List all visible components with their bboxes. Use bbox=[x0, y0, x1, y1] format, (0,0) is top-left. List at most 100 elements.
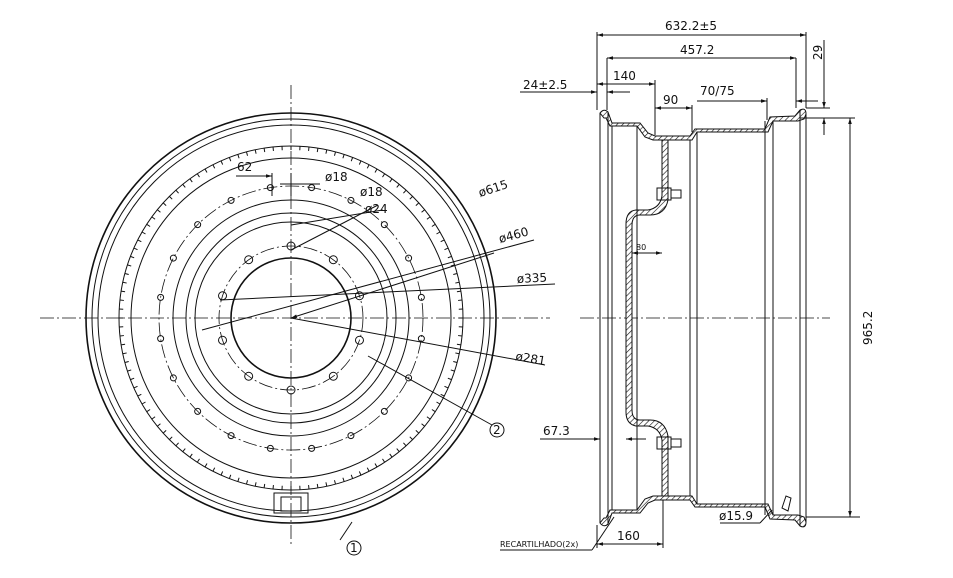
hole bbox=[266, 184, 274, 192]
valve-pad bbox=[273, 492, 309, 514]
knurl-tick bbox=[246, 480, 249, 485]
svg-text:1: 1 bbox=[350, 541, 358, 555]
knurl-tick bbox=[382, 173, 386, 178]
knurl-tick bbox=[141, 401, 146, 405]
knurl-tick bbox=[228, 157, 232, 162]
knurl-tick bbox=[189, 178, 193, 183]
inner-bolt-circle bbox=[218, 245, 364, 391]
knurl-tick bbox=[146, 223, 151, 227]
note-knurling: RECARTILHADO(2x) bbox=[500, 540, 578, 549]
hole bbox=[354, 291, 364, 301]
knurl-tick bbox=[263, 148, 266, 153]
hole bbox=[405, 254, 413, 262]
dim-dia-615: ø615 bbox=[477, 177, 510, 200]
dim-160: 160 bbox=[617, 529, 640, 543]
hole bbox=[380, 407, 388, 415]
hole bbox=[308, 184, 316, 192]
knurl-tick bbox=[228, 474, 232, 479]
knurl-tick bbox=[455, 352, 460, 355]
knurl-tick bbox=[450, 264, 455, 267]
knurl-tick bbox=[220, 160, 224, 165]
knurl-tick bbox=[358, 471, 362, 476]
knurl-tick bbox=[455, 281, 460, 284]
knurl-tick bbox=[374, 463, 378, 468]
knurl-tick bbox=[440, 393, 445, 397]
dim-dia-281: ø281 bbox=[514, 349, 546, 368]
outer-holes bbox=[157, 184, 425, 452]
knurl-tick bbox=[350, 157, 354, 162]
knurl-tick bbox=[254, 482, 257, 487]
knurl-tick bbox=[127, 264, 132, 267]
dim-80: 80 bbox=[636, 243, 646, 252]
hole bbox=[308, 444, 316, 452]
knurl-tick bbox=[453, 273, 458, 276]
knurl-tick bbox=[137, 239, 142, 243]
knurl-tick bbox=[122, 352, 127, 355]
hole bbox=[286, 385, 296, 395]
knurl-tick bbox=[366, 164, 370, 169]
knurl-tick bbox=[350, 474, 354, 479]
knurl-tick bbox=[196, 173, 200, 178]
knurl-tick bbox=[169, 436, 173, 440]
knurl-tick bbox=[447, 255, 452, 259]
hole bbox=[244, 255, 254, 265]
knurl-tick bbox=[175, 189, 179, 194]
knurl-tick bbox=[246, 151, 249, 156]
knurl-tick bbox=[358, 160, 362, 165]
hole bbox=[157, 335, 165, 343]
knurl-tick bbox=[157, 209, 161, 213]
knurl-tick bbox=[237, 154, 240, 159]
knurl-tick bbox=[212, 467, 216, 472]
hole bbox=[347, 432, 355, 440]
knurl-tick bbox=[146, 409, 151, 413]
knurl-tick bbox=[403, 442, 407, 447]
knurl-tick bbox=[204, 168, 208, 173]
knurl-tick bbox=[453, 360, 458, 363]
knurl-tick bbox=[415, 202, 420, 206]
knurl-tick bbox=[342, 154, 345, 159]
knurl-tick bbox=[431, 409, 436, 413]
knurl-tick bbox=[162, 202, 167, 206]
knurl-tick bbox=[436, 231, 441, 235]
dim-67-3: 67.3 bbox=[543, 424, 570, 438]
knurl-tick bbox=[426, 216, 431, 220]
knurl-tick bbox=[389, 453, 393, 458]
svg-text:2: 2 bbox=[493, 423, 501, 437]
knurl-tick bbox=[333, 151, 336, 156]
rim-outer-circle bbox=[85, 112, 497, 524]
hole bbox=[194, 407, 202, 415]
hole bbox=[328, 255, 338, 265]
knurl-tick bbox=[254, 149, 257, 154]
dim-diameter: 965.2 bbox=[861, 311, 875, 345]
knurl-tick bbox=[421, 423, 425, 427]
knurl-tick bbox=[124, 273, 129, 276]
knurl-tick bbox=[220, 471, 224, 476]
knurl-tick bbox=[431, 223, 436, 227]
knurl-tick bbox=[409, 436, 413, 440]
dim-flange-offset: 24±2.5 bbox=[523, 78, 567, 92]
knurl-tick bbox=[162, 430, 167, 434]
dim-29: 29 bbox=[811, 45, 825, 60]
knurl-tick bbox=[127, 369, 132, 372]
hole bbox=[227, 196, 235, 204]
hole bbox=[218, 335, 228, 345]
knurl-tick bbox=[130, 377, 135, 381]
knurl-tick bbox=[121, 290, 126, 293]
knurl-tick bbox=[124, 360, 129, 363]
dim-hole-dia-1: ø18 bbox=[325, 170, 348, 184]
knurl-tick bbox=[456, 343, 461, 346]
knurl-tick bbox=[189, 453, 193, 458]
knurl-tick bbox=[182, 184, 186, 188]
knurl-tick bbox=[333, 480, 336, 485]
knurl-tick bbox=[175, 442, 179, 447]
dim-overall-width: 632.2±5 bbox=[665, 19, 717, 33]
knurl-tick bbox=[382, 458, 386, 463]
knurl-tick bbox=[396, 448, 400, 452]
knurl-tick bbox=[409, 196, 413, 200]
knurl-tick bbox=[212, 164, 216, 169]
dim-rim-width: 457.2 bbox=[680, 43, 714, 57]
dim-hole-spacing: 62 bbox=[237, 160, 252, 174]
hole bbox=[347, 196, 355, 204]
knurl-tick bbox=[436, 401, 441, 405]
